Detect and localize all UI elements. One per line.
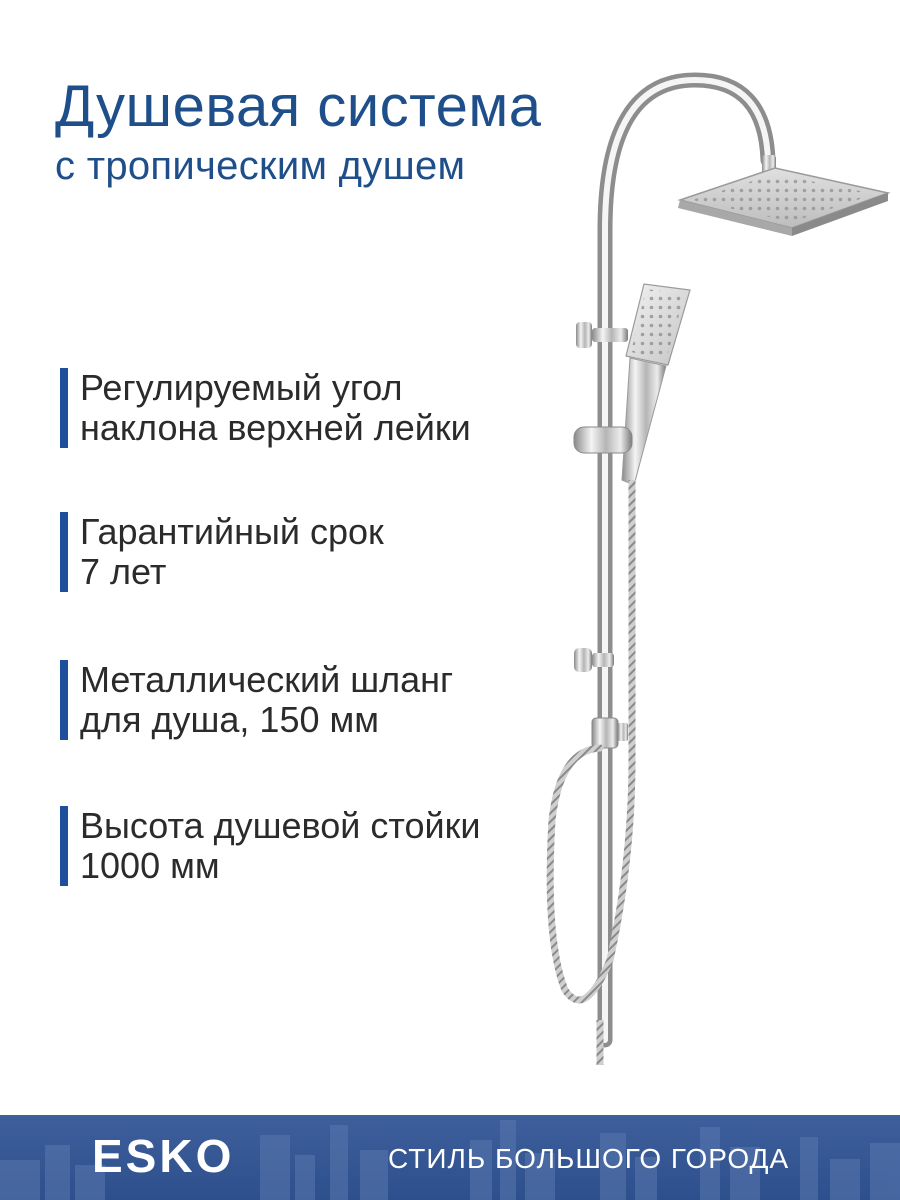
feature-line-1: Высота душевой стойки [80, 805, 481, 846]
feature-metal-hose: Металлический шланг для душа, 150 мм [60, 660, 453, 740]
feature-warranty: Гарантийный срок 7 лет [60, 512, 384, 592]
esko-logo: ESKO [92, 1130, 235, 1182]
feature-line-1: Регулируемый угол [80, 367, 403, 408]
feature-line-2: наклона верхней лейки [80, 407, 471, 448]
feature-line-2: 7 лет [80, 551, 167, 592]
feature-rail-height: Высота душевой стойки 1000 мм [60, 806, 480, 886]
feature-line-2: для душа, 150 мм [80, 699, 379, 740]
footer-banner: ESKO СТИЛЬ БОЛЬШОГО ГОРОДА [0, 1115, 900, 1200]
shower-system-image [546, 72, 891, 1065]
slogan-text: СТИЛЬ БОЛЬШОГО ГОРОДА [388, 1143, 790, 1174]
product-title: Душевая система с тропическим душем [55, 74, 542, 188]
city-skyline-background [0, 1120, 900, 1200]
feature-adjustable-angle: Регулируемый угол наклона верхней лейки [60, 368, 471, 448]
title-line-1: Душевая система [55, 74, 542, 139]
feature-line-1: Гарантийный срок [80, 511, 384, 552]
title-line-2: с тропическим душем [55, 144, 466, 188]
feature-line-2: 1000 мм [80, 845, 220, 886]
feature-line-1: Металлический шланг [80, 659, 454, 700]
